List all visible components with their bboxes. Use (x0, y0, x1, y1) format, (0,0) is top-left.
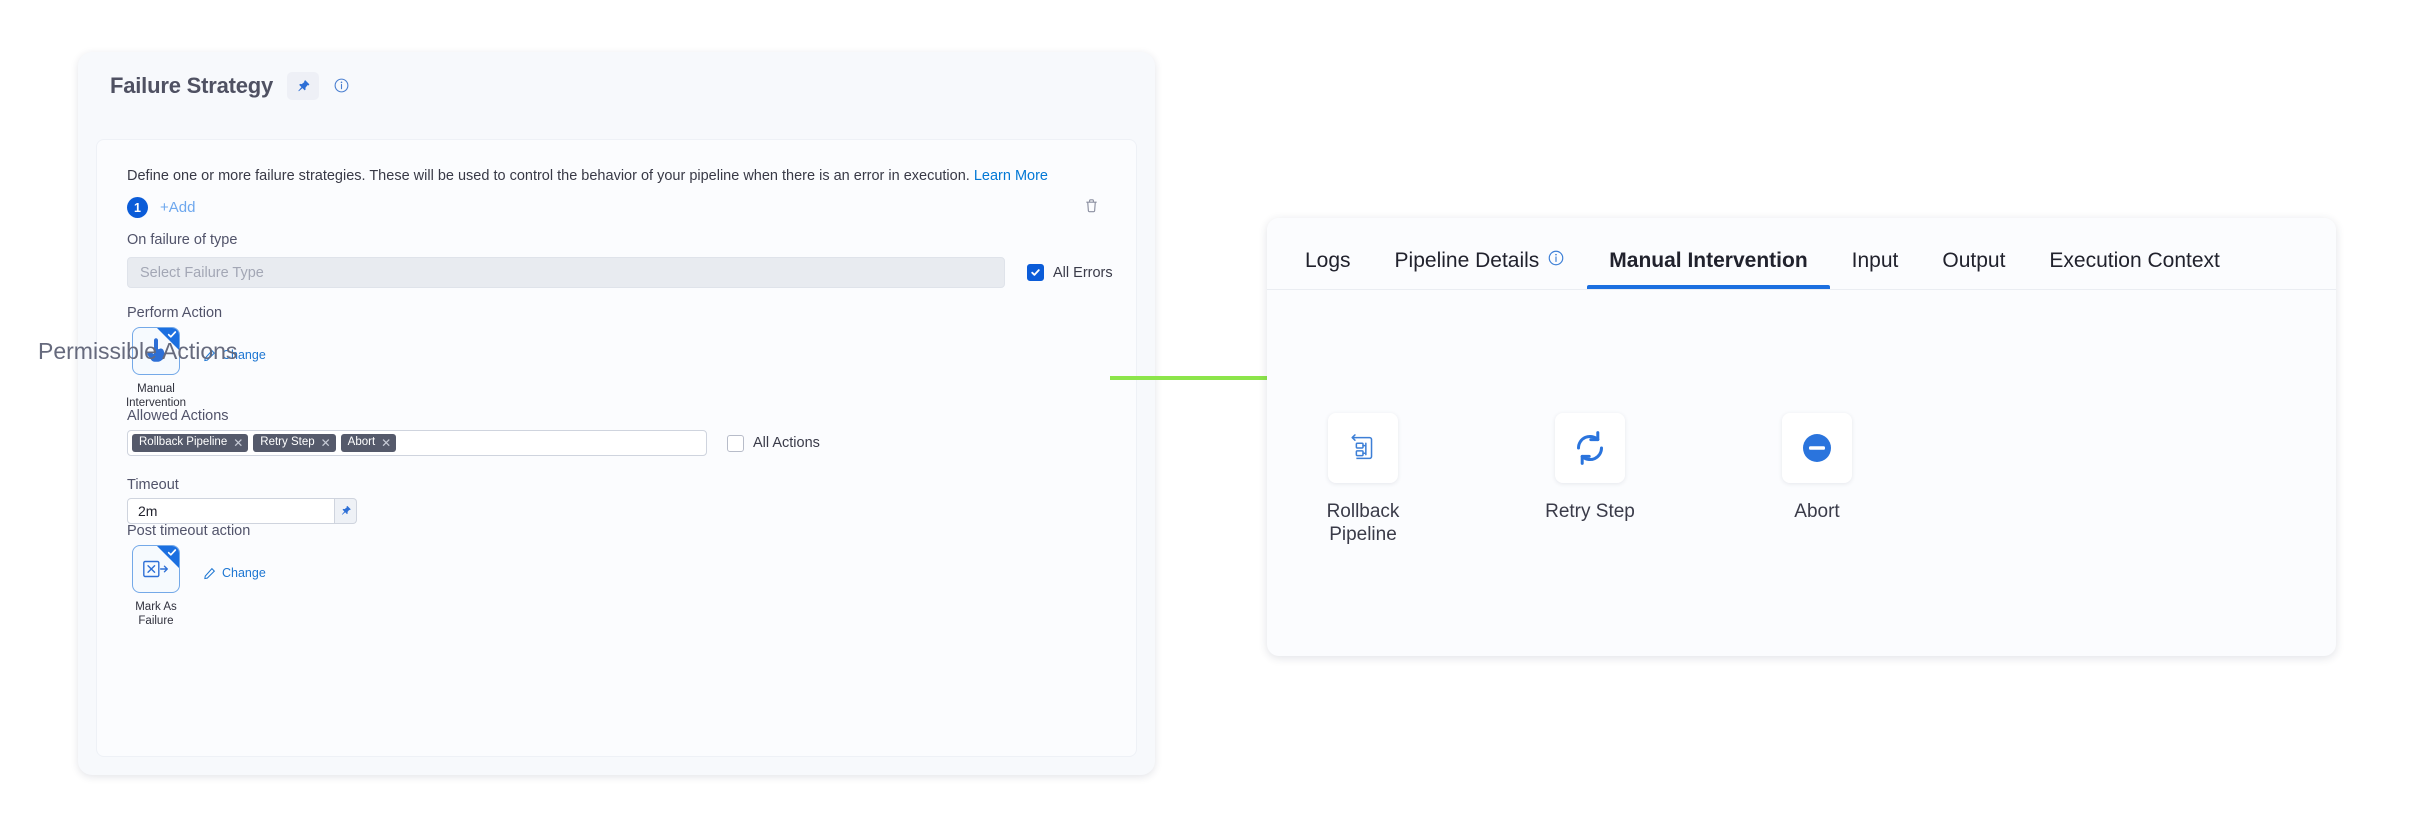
change-post-timeout-action-button[interactable]: Change (203, 566, 266, 580)
trash-icon[interactable] (1083, 197, 1103, 219)
on-failure-row: Select Failure Type All Errors (127, 257, 1113, 288)
tab-output[interactable]: Output (1920, 249, 2027, 289)
action-caption: Abort (1794, 500, 1839, 523)
abort-button[interactable] (1782, 413, 1852, 483)
caption-line-1: Retry Step (1545, 501, 1635, 522)
tab-input[interactable]: Input (1830, 249, 1921, 289)
pin-icon[interactable] (287, 72, 320, 100)
post-timeout-label: Post timeout action (127, 523, 251, 539)
allowed-actions-label: Allowed Actions (127, 408, 229, 424)
action-abort[interactable]: Abort (1747, 413, 1887, 546)
tag-remove-icon[interactable]: ✕ (381, 436, 392, 450)
failure-type-placeholder: Select Failure Type (140, 264, 264, 281)
caption-line-1: Manual (137, 383, 175, 395)
description-text: Define one or more failure strategies. T… (127, 168, 970, 184)
permissible-actions-title: Permissible Actions (38, 338, 238, 364)
change-label: Change (222, 348, 266, 362)
action-caption: Rollback Pipeline (1327, 500, 1400, 546)
panel-description: Define one or more failure strategies. T… (127, 168, 1048, 184)
manual-intervention-tile[interactable] (132, 327, 180, 375)
tab-bar: Logs Pipeline Details Manual Interventio… (1267, 218, 2336, 290)
caption-line-1: Abort (1794, 501, 1840, 522)
allowed-actions-input[interactable]: Rollback Pipeline ✕ Retry Step ✕ Abort ✕ (127, 430, 707, 456)
tab-label: Pipeline Details (1394, 249, 1540, 272)
tab-label: Logs (1305, 249, 1351, 272)
post-timeout-row: Mark As Failure Change (127, 545, 266, 628)
rollback-pipeline-icon (1351, 434, 1373, 460)
all-actions-checkbox[interactable] (727, 434, 744, 452)
tab-execution-context[interactable]: Execution Context (2027, 249, 2241, 289)
tab-label: Input (1851, 249, 1899, 272)
allowed-actions-row: Rollback Pipeline ✕ Retry Step ✕ Abort ✕… (127, 430, 820, 456)
mark-as-failure-icon (143, 560, 168, 578)
failure-strategy-card: Failure Strategy Define one or more fail… (78, 52, 1155, 775)
caption-line-2: Failure (138, 615, 174, 628)
strategy-panel: Define one or more failure strategies. T… (96, 139, 1137, 757)
all-actions-label: All Actions (753, 435, 820, 451)
timeout-input[interactable]: 2m (127, 498, 335, 524)
card-header: Failure Strategy (78, 52, 1155, 102)
perform-action-row: Manual Intervention Change (126, 327, 266, 410)
action-rollback-pipeline[interactable]: Rollback Pipeline (1293, 413, 1433, 546)
timeout-label: Timeout (127, 477, 179, 493)
on-failure-label: On failure of type (127, 232, 238, 248)
change-perform-action-button[interactable]: Change (203, 348, 266, 362)
perform-action-label: Perform Action (127, 305, 223, 321)
tag-label: Retry Step (260, 436, 315, 449)
manual-intervention-caption: Manual Intervention (126, 382, 186, 410)
retry-step-button[interactable] (1555, 413, 1625, 483)
all-actions-checkbox-row[interactable]: All Actions (727, 434, 820, 452)
add-strategy-button[interactable]: +Add (160, 199, 196, 216)
info-circle-icon[interactable] (333, 77, 351, 95)
flow-arrow (1110, 366, 1330, 394)
abort-icon (1803, 434, 1831, 462)
tab-label: Output (1942, 249, 2006, 272)
tag-abort[interactable]: Abort ✕ (340, 434, 397, 452)
action-retry-step[interactable]: Retry Step (1520, 413, 1660, 546)
caption-line-1: Mark As (135, 601, 177, 613)
strategy-index-badge[interactable]: 1 (127, 197, 148, 218)
pencil-icon (204, 349, 216, 361)
caption-line-2: Pipeline (1329, 524, 1397, 546)
tab-label: Manual Intervention (1609, 249, 1808, 272)
tag-label: Rollback Pipeline (139, 436, 228, 449)
permissible-actions-list: Rollback Pipeline Retry Step (1293, 413, 1887, 546)
manual-intervention-tile-wrap: Manual Intervention (126, 327, 186, 410)
tag-remove-icon[interactable]: ✕ (320, 436, 331, 450)
action-caption: Retry Step (1545, 500, 1635, 523)
tab-manual-intervention[interactable]: Manual Intervention (1587, 249, 1831, 289)
tab-pipeline-details[interactable]: Pipeline Details (1373, 249, 1588, 289)
timeout-row: 2m (127, 498, 357, 524)
timeout-pin-icon[interactable] (335, 498, 357, 524)
all-errors-checkbox-row[interactable]: All Errors (1027, 264, 1113, 281)
tab-logs[interactable]: Logs (1305, 249, 1373, 289)
page-title: Failure Strategy (110, 73, 274, 98)
tag-remove-icon[interactable]: ✕ (233, 436, 244, 450)
tab-label: Execution Context (2049, 249, 2220, 272)
tag-retry-step[interactable]: Retry Step ✕ (253, 434, 336, 452)
all-errors-label: All Errors (1053, 264, 1113, 281)
mark-as-failure-tile[interactable] (132, 545, 180, 593)
failure-type-select[interactable]: Select Failure Type (127, 257, 1005, 288)
learn-more-link[interactable]: Learn More (973, 168, 1048, 184)
timeout-value: 2m (138, 503, 158, 519)
caption-line-2: Intervention (125, 397, 187, 410)
pointing-hand-icon (147, 338, 165, 362)
change-label: Change (222, 566, 266, 580)
tag-rollback-pipeline[interactable]: Rollback Pipeline ✕ (132, 434, 249, 452)
strategy-index-row: 1 +Add (127, 197, 195, 218)
tag-label: Abort (347, 436, 376, 449)
all-errors-checkbox[interactable] (1027, 264, 1044, 281)
mark-as-failure-tile-wrap: Mark As Failure (127, 545, 185, 628)
retry-icon (1576, 431, 1604, 465)
info-circle-icon[interactable] (1547, 249, 1565, 273)
pencil-icon (204, 567, 216, 579)
mark-as-failure-caption: Mark As Failure (135, 600, 177, 628)
rollback-pipeline-button[interactable] (1328, 413, 1398, 483)
caption-line-1: Rollback (1326, 501, 1400, 522)
